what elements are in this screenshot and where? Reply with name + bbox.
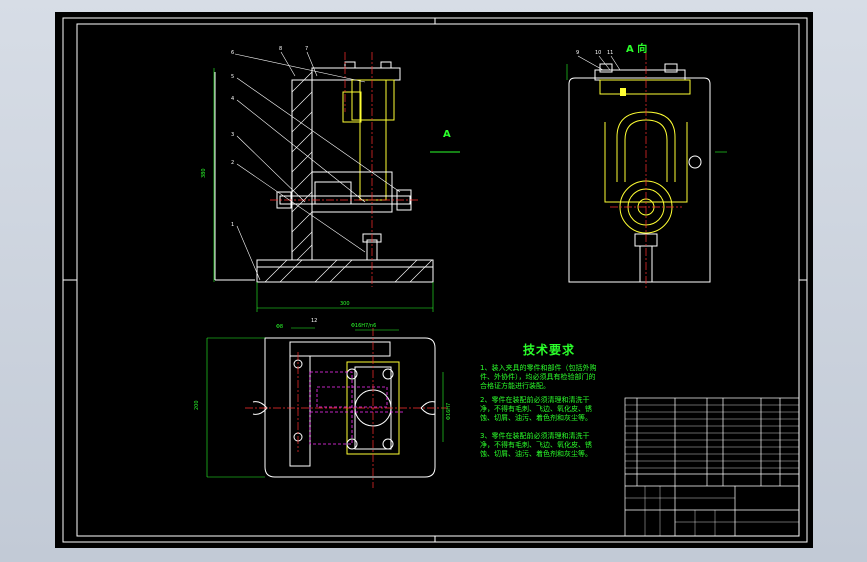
tech-note-1: 1、装入夹具的零件和部件（包括外购件、外协件），均必须具有检验部门的合格证方能进… [480,364,597,390]
svg-text:6: 6 [231,50,234,56]
section-a-label: A [443,129,451,140]
inner-frame [76,23,800,537]
title-block [624,397,800,537]
tech-note-3: 3、零件在装配前必须清理和清洗干净，不得有毛刺、飞边、氧化皮、锈蚀、切屑、油污、… [480,432,592,458]
svg-text:10: 10 [595,50,601,56]
svg-text:9: 9 [576,50,579,56]
svg-text:200: 200 [194,400,200,410]
svg-text:300: 300 [340,301,350,307]
cad-drawing: 300 380 6 5 4 3 2 1 8 7 [62,17,808,543]
svg-text:12: 12 [311,318,317,324]
svg-text:Φ16H7/n6: Φ16H7/n6 [351,323,376,329]
side-view [568,63,711,283]
svg-text:Φ16H7: Φ16H7 [446,403,452,420]
tech-requirements-title: 技术要求 [523,343,576,357]
svg-text:2: 2 [231,160,234,166]
plan-view [252,337,436,478]
svg-text:11: 11 [607,50,613,56]
svg-text:Φ8: Φ8 [276,324,283,330]
svg-text:4: 4 [231,96,234,102]
svg-text:380: 380 [201,168,207,178]
svg-text:1: 1 [231,222,234,228]
svg-text:5: 5 [231,74,234,80]
svg-text:8: 8 [279,46,282,52]
tech-note-2: 2、零件在装配前必须清理和清洗干净，不得有毛刺、飞边、氧化皮、锈蚀、切屑、油污、… [480,396,592,422]
view-a-label: A 向 [626,44,648,55]
cad-viewport[interactable]: 300 380 6 5 4 3 2 1 8 7 [55,12,813,548]
svg-text:7: 7 [305,46,308,52]
front-view [214,61,434,283]
svg-text:3: 3 [231,132,234,138]
